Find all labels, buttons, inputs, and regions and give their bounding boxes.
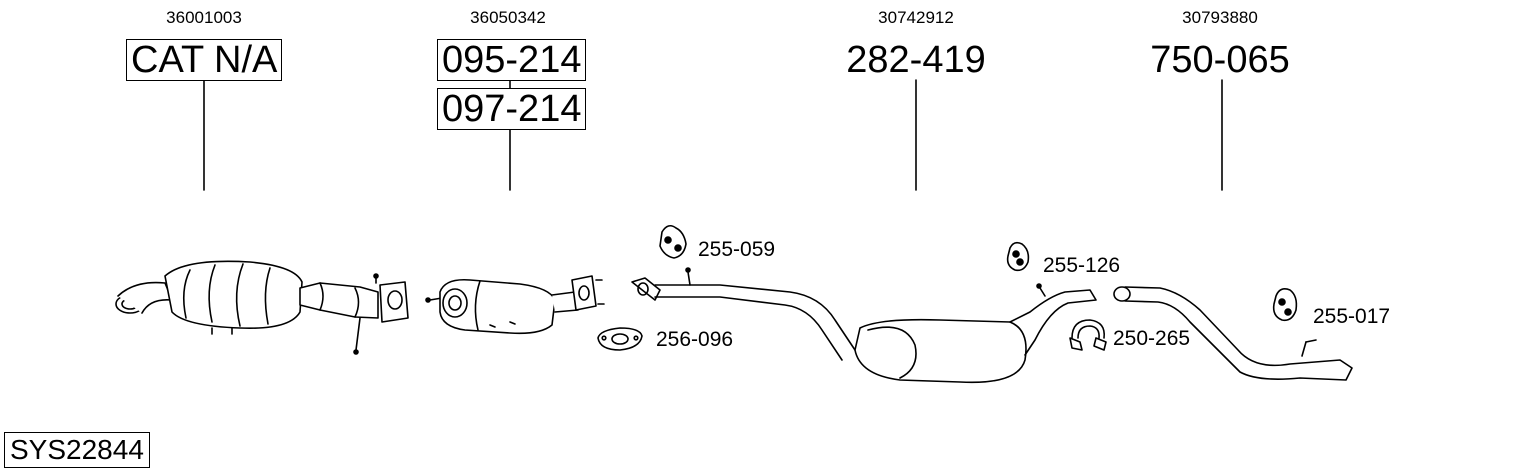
part-number-5[interactable]: 750-065 (1150, 39, 1290, 81)
catalytic-converter-drawing (115, 260, 409, 355)
oem-number-3: 30742912 (878, 8, 954, 27)
rubber-hanger-icon-1 (659, 224, 687, 259)
accessory-label-2[interactable]: 256-096 (656, 328, 734, 351)
gasket-icon (597, 327, 643, 351)
system-code-box: SYS22844 (4, 432, 150, 468)
rubber-hanger-icon-3 (1272, 288, 1298, 322)
oem-number-2: 36050342 (470, 8, 546, 27)
part-number-4[interactable]: 282-419 (846, 39, 986, 81)
rubber-hanger-icon-2 (1006, 241, 1030, 272)
middle-pipe-drawing (631, 267, 1097, 384)
oem-number-4: 30793880 (1182, 8, 1258, 27)
accessory-label-5[interactable]: 255-017 (1313, 305, 1391, 328)
accessory-label-4[interactable]: 250-265 (1113, 327, 1191, 350)
clamp-icon (1069, 319, 1107, 351)
rear-pipe-drawing (1113, 286, 1353, 381)
particulate-filter-drawing (425, 275, 605, 335)
accessory-label-1[interactable]: 255-059 (698, 238, 776, 261)
part-number-box-2[interactable]: 095-214 (437, 39, 587, 81)
part-number-box-3[interactable]: 097-214 (437, 88, 587, 130)
oem-number-1: 36001003 (166, 8, 242, 27)
part-number-box-1[interactable]: CAT N/A (126, 39, 283, 81)
accessory-label-3[interactable]: 255-126 (1043, 254, 1121, 277)
